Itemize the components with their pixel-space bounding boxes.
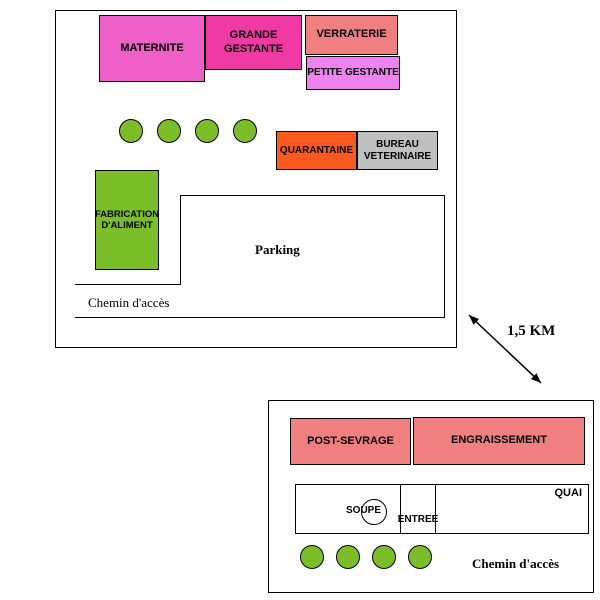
fabrication-aliment-block: FABRICATION D'ALIMENT <box>95 170 159 270</box>
silo-circle <box>119 119 143 143</box>
silo-circle <box>233 119 257 143</box>
distance-arrow <box>468 314 542 384</box>
quai-area: QUAI <box>295 484 589 534</box>
maternite-block: MATERNITE <box>99 15 205 82</box>
post-sevrage-block: POST-SEVRAGE <box>290 418 411 465</box>
silo-circle <box>300 545 324 569</box>
road-bottom-line <box>75 317 445 318</box>
bureau-veterinaire-block: BUREAU VETERINAIRE <box>357 131 438 170</box>
silo-circle <box>157 119 181 143</box>
silo-circle <box>408 545 432 569</box>
parking-right-line <box>444 195 445 318</box>
entree-corridor <box>400 484 436 534</box>
parking-top-line <box>180 195 445 196</box>
entree-label: ENTREE <box>397 514 439 525</box>
grande-gestante-block: GRANDE GESTANTE <box>205 15 302 70</box>
quai-label: QUAI <box>554 487 583 499</box>
silo-circle <box>372 545 396 569</box>
access-road-label-site2: Chemin d'accès <box>472 556 560 571</box>
silo-circle <box>195 119 219 143</box>
silo-circle <box>336 545 360 569</box>
verraterie-block: VERRATERIE <box>305 15 398 55</box>
parking-label: Parking <box>255 242 300 257</box>
parking-left-line <box>180 195 181 285</box>
quarantaine-block: QUARANTAINE <box>276 131 357 170</box>
engraissement-block: ENGRAISSEMENT <box>413 417 585 465</box>
soupe-circle <box>361 499 387 525</box>
road-top-line <box>75 284 181 285</box>
petite-gestante-block: PETITE GESTANTE <box>306 56 400 90</box>
access-road-label-site1: Chemin d'accès <box>88 295 170 310</box>
distance-label: 1,5 KM <box>507 323 556 339</box>
